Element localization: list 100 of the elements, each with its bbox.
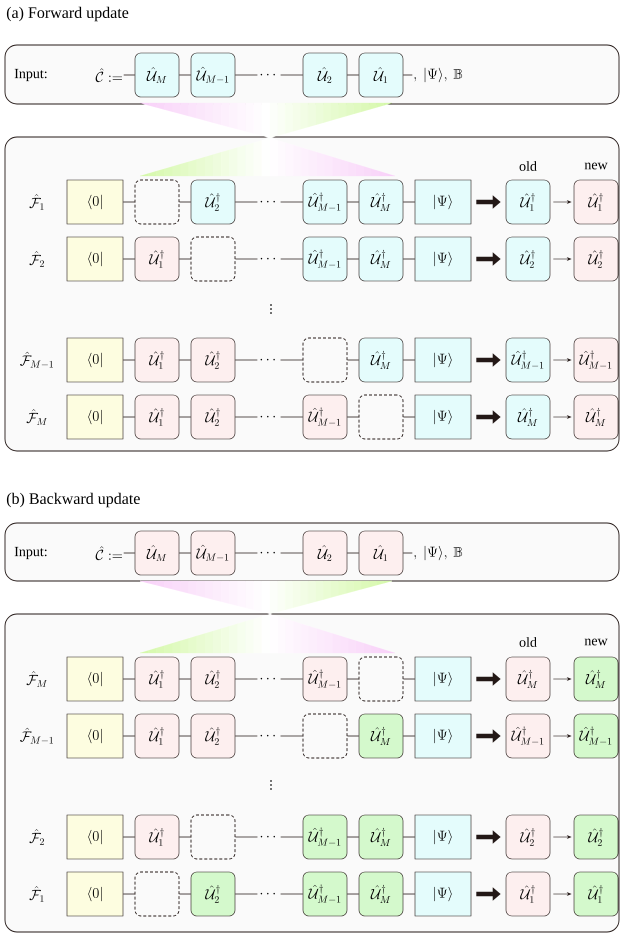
wire (346, 678, 359, 680)
state-box: $|\Psi\rangle$ (414, 714, 472, 758)
wire (123, 552, 136, 554)
gate-box: $\hat{\mathcal{U}}_2^\dagger$ (190, 656, 236, 702)
row-label: $\hat{\mathcal{F}}_1$ (29, 194, 44, 210)
gate-box: $\hat{\mathcal{U}}_2^\dagger$ (190, 872, 236, 916)
panel-title: (b) Backward update (6, 492, 140, 508)
gate-box: $\hat{\mathcal{U}}_M^\dagger$ (358, 814, 404, 860)
wire (346, 552, 360, 554)
gate-box: $\hat{\mathcal{U}}_M^\dagger$ (358, 180, 404, 224)
wire (178, 836, 191, 838)
gate-box: $\hat{\mathcal{U}}_1^\dagger$ (134, 236, 180, 282)
empty-gate-box (134, 872, 180, 916)
wire (402, 552, 413, 554)
gate-box: $\hat{\mathcal{U}}_2^\dagger$ (506, 814, 550, 860)
wire (122, 416, 136, 418)
empty-gate-box (134, 180, 180, 224)
state-box: $|\Psi\rangle$ (414, 656, 472, 702)
gate-box: $\hat{\mathcal{U}}_2^\dagger$ (190, 394, 236, 440)
gate-box: $\hat{\mathcal{U}}_{M-1}$ (190, 52, 236, 98)
gate-box: $\hat{\mathcal{U}}_{M-1}^\dagger$ (302, 656, 348, 702)
gate-box: $\hat{\mathcal{U}}_1^\dagger$ (506, 180, 550, 224)
gate-box: $\hat{\mathcal{U}}_M^\dagger$ (358, 714, 404, 758)
gate-box: $\hat{\mathcal{U}}_{M-1}^\dagger$ (302, 814, 348, 860)
wire (178, 74, 192, 76)
gate-box: $\hat{\mathcal{U}}_{M-1}^\dagger$ (506, 714, 550, 758)
state-box: $\langle 0|$ (66, 236, 124, 282)
wire (178, 552, 192, 554)
gate-box: $\hat{\mathcal{U}}_{M-1}^\dagger$ (302, 236, 348, 282)
gate-box: $\hat{\mathcal{U}}_1^\dagger$ (134, 714, 180, 758)
empty-gate-box (190, 236, 236, 282)
state-box: $\langle 0|$ (66, 814, 124, 860)
row-label: $\hat{\mathcal{F}}_2$ (29, 251, 44, 267)
gate-box: $\hat{\mathcal{U}}_M^\dagger$ (574, 394, 618, 440)
gate-box: $\hat{\mathcal{U}}_2$ (302, 530, 348, 576)
input-formula: $,\ |\Psi\rangle,\ \mathbb{B}$ (414, 546, 462, 560)
wire (234, 552, 304, 554)
state-box: $\langle 0|$ (66, 180, 124, 224)
gate-box: $\hat{\mathcal{U}}_1^\dagger$ (134, 656, 180, 702)
wire (123, 74, 136, 76)
state-box: $|\Psi\rangle$ (414, 180, 472, 224)
gate-box: $\hat{\mathcal{U}}_M$ (134, 52, 180, 98)
input-formula: $,\ |\Psi\rangle,\ \mathbb{B}$ (414, 68, 462, 82)
gate-box: $\hat{\mathcal{U}}_M^\dagger$ (358, 338, 404, 382)
gate-box: $\hat{\mathcal{U}}_M^\dagger$ (358, 872, 404, 916)
input-label: Input: (14, 68, 47, 82)
wire (234, 678, 304, 680)
gate-box: $\hat{\mathcal{U}}_2^\dagger$ (190, 714, 236, 758)
state-box: $\langle 0|$ (66, 656, 124, 702)
wire (346, 258, 360, 260)
row-label: $\hat{\mathcal{F}}_M$ (26, 409, 47, 425)
gate-box: $\hat{\mathcal{U}}_1^\dagger$ (134, 338, 180, 382)
state-box: $\langle 0|$ (66, 872, 124, 916)
wire (346, 74, 360, 76)
wire (178, 678, 192, 680)
gate-box: $\hat{\mathcal{U}}_1^\dagger$ (506, 872, 550, 916)
gate-box: $\hat{\mathcal{U}}_{M-1}^\dagger$ (574, 338, 618, 382)
wire (178, 416, 192, 418)
gate-box: $\hat{\mathcal{U}}_{M-1}^\dagger$ (506, 338, 550, 382)
wire (235, 836, 304, 838)
empty-gate-box (190, 814, 236, 860)
row-label: $\hat{\mathcal{F}}_{M-1}$ (20, 728, 53, 744)
wire (402, 258, 416, 260)
gate-box: $\hat{\mathcal{U}}_2^\dagger$ (190, 338, 236, 382)
wire (234, 74, 304, 76)
gate-box: $\hat{\mathcal{U}}_M^\dagger$ (506, 394, 550, 440)
wire (346, 416, 359, 418)
gate-box: $\hat{\mathcal{U}}_2$ (302, 52, 348, 98)
wire (122, 836, 136, 838)
state-box: $|\Psi\rangle$ (414, 236, 472, 282)
gate-box: $\hat{\mathcal{U}}_{M-1}^\dagger$ (302, 872, 348, 916)
empty-gate-box (358, 656, 404, 702)
row-label: $\hat{\mathcal{F}}_1$ (29, 886, 44, 902)
gate-box: $\hat{\mathcal{U}}_1^\dagger$ (134, 394, 180, 440)
circuit-formula: $\hat{\mathcal{C}} :=$ (96, 546, 122, 560)
row-label: $\hat{\mathcal{F}}_2$ (29, 829, 44, 845)
wire (234, 416, 304, 418)
gate-box: $\hat{\mathcal{U}}_{M-1}^\dagger$ (574, 714, 618, 758)
column-header: new (584, 162, 608, 170)
empty-gate-box (358, 394, 404, 440)
gate-box: $\hat{\mathcal{U}}_2^\dagger$ (190, 180, 236, 224)
gate-box: $\hat{\mathcal{U}}_M^\dagger$ (574, 656, 618, 702)
state-box: $|\Psi\rangle$ (414, 814, 472, 860)
state-box: $|\Psi\rangle$ (414, 872, 472, 916)
wire (346, 836, 360, 838)
gate-box: $\hat{\mathcal{U}}_M$ (134, 530, 180, 576)
column-header: old (520, 637, 537, 647)
gate-box: $\hat{\mathcal{U}}_M^\dagger$ (506, 656, 550, 702)
gate-box: $\hat{\mathcal{U}}_{M-1}$ (190, 530, 236, 576)
state-box: $|\Psi\rangle$ (414, 394, 472, 440)
wire (403, 678, 416, 680)
state-box: $\langle 0|$ (66, 394, 124, 440)
wire (402, 836, 416, 838)
empty-gate-box (302, 338, 348, 382)
empty-gate-box (302, 714, 348, 758)
state-box: $|\Psi\rangle$ (414, 338, 472, 382)
wire (235, 258, 304, 260)
state-box: $\langle 0|$ (66, 714, 124, 758)
wire (178, 258, 191, 260)
wire (402, 74, 413, 76)
